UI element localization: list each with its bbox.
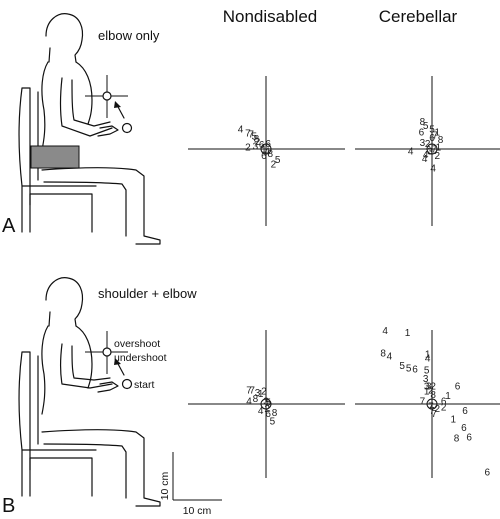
endpoint-label: 2 — [430, 381, 436, 392]
endpoint-label: 6 — [419, 128, 425, 139]
endpoint-label: 7 — [429, 406, 435, 417]
endpoint-label: 1 — [424, 387, 430, 398]
endpoint-label: 8 — [454, 434, 460, 445]
scale-bar — [172, 452, 222, 501]
endpoint-label: 4 — [387, 352, 393, 363]
endpoint-label: 1 — [258, 389, 264, 400]
scale-bar-vertical-label: 10 cm — [159, 471, 171, 500]
panel-b-caption: shoulder + elbow — [98, 286, 197, 301]
column-title-cerebellar: Cerebellar — [379, 7, 458, 26]
panel-a-illustration — [18, 13, 161, 245]
endpoint-label: 7 — [428, 402, 434, 413]
endpoint-label: 2 — [435, 404, 441, 415]
endpoint-label: 5 — [265, 397, 271, 408]
overshoot-label: overshoot — [114, 338, 160, 350]
endpoint-label: 8 — [430, 390, 436, 401]
endpoint-label: 2 — [425, 139, 431, 150]
endpoint-label: 4 — [422, 154, 428, 165]
endpoint-label: 1 — [435, 128, 441, 139]
panel-b-illustration — [18, 277, 161, 507]
endpoint-label: 4 — [408, 147, 414, 158]
endpoint-label: 5 — [423, 121, 429, 132]
endpoint-label: 4 — [430, 164, 436, 175]
endpoint-label: 7 — [245, 129, 251, 140]
endpoint-label: 6 — [259, 140, 265, 151]
start-label: start — [134, 379, 155, 391]
endpoint-label: 2 — [271, 159, 277, 170]
endpoint-label: 2 — [255, 137, 261, 148]
endpoint-label: 2 — [428, 386, 434, 397]
undershoot-label: undershoot — [114, 352, 167, 364]
panel-a-letter: A — [2, 215, 16, 237]
endpoint-label: 1 — [436, 142, 442, 153]
endpoint-label: 7 — [420, 396, 426, 407]
endpoint-label: 5 — [429, 124, 435, 135]
endpoint-label: 6 — [265, 409, 271, 420]
panel-b-letter: B — [2, 495, 15, 517]
endpoint-label: 5 — [399, 361, 405, 372]
endpoint-label: 6 — [462, 406, 468, 417]
endpoint-label: 4 — [238, 124, 244, 135]
endpoint-label: 2 — [261, 387, 267, 398]
column-title-nondisabled: Nondisabled — [223, 7, 318, 26]
endpoint-label: 1 — [445, 391, 451, 402]
endpoint-label: 2 — [435, 151, 441, 162]
endpoint-label: 6 — [455, 381, 461, 392]
endpoint-label: 6 — [265, 139, 271, 150]
endpoint-label: 4 — [425, 354, 431, 365]
endpoint-label: 2 — [245, 142, 251, 153]
panel-a-caption: elbow only — [98, 28, 160, 43]
endpoint-label: 2 — [441, 403, 447, 414]
endpoint-label: 3 — [420, 138, 426, 149]
endpoint-label: 6 — [412, 364, 418, 375]
endpoint-label: 8 — [253, 394, 259, 405]
endpoint-label: 7 — [431, 145, 437, 156]
endpoint-label: 1 — [425, 350, 431, 361]
endpoint-label: 3 — [253, 141, 259, 152]
endpoint-label: 2 — [264, 404, 270, 415]
endpoint-label: 3 — [423, 374, 429, 385]
endpoint-label: 6 — [461, 423, 467, 434]
endpoint-label: 5 — [270, 417, 276, 428]
endpoint-label: 4 — [264, 147, 270, 158]
endpoint-label: 5 — [424, 366, 430, 377]
endpoint-label: 8 — [268, 149, 274, 160]
endpoint-label: 6 — [261, 151, 267, 162]
endpoint-label: 8 — [420, 117, 426, 128]
endpoint-label: 8 — [272, 408, 278, 419]
endpoint-label: 3 — [263, 396, 269, 407]
endpoint-label: 6 — [466, 433, 472, 444]
endpoint-label: 8 — [380, 348, 386, 359]
endpoint-label: 7 — [246, 386, 252, 397]
endpoint-label: 4 — [258, 406, 264, 417]
endpoint-label: 7 — [248, 130, 254, 141]
endpoint-label: 1 — [261, 145, 267, 156]
endpoint-label: 6 — [429, 133, 435, 144]
endpoint-label: 3 — [427, 147, 433, 158]
endpoint-label: 6 — [485, 468, 491, 479]
endpoint-label: 5 — [275, 155, 281, 166]
endpoint-label: 6 — [441, 396, 447, 407]
endpoint-label: 4 — [382, 326, 388, 337]
endpoint-label: 4 — [246, 396, 252, 407]
endpoint-label: 4 — [423, 150, 429, 161]
endpoint-label: 3 — [426, 381, 432, 392]
endpoint-label: 1 — [451, 414, 457, 425]
endpoint-label: 7 — [431, 409, 437, 420]
endpoint-label: 7 — [249, 386, 255, 397]
endpoint-label: 1 — [405, 328, 411, 339]
endpoint-label: 3 — [255, 388, 261, 399]
scale-bar-horizontal-label: 10 cm — [183, 505, 212, 517]
endpoint-label: 8 — [438, 135, 444, 146]
endpoint-label: 5 — [406, 363, 412, 374]
endpoint-label: 8 — [254, 134, 260, 145]
endpoint-label: 5 — [252, 132, 258, 143]
endpoint-label: 3 — [424, 381, 430, 392]
endpoint-label: 7 — [432, 131, 438, 142]
